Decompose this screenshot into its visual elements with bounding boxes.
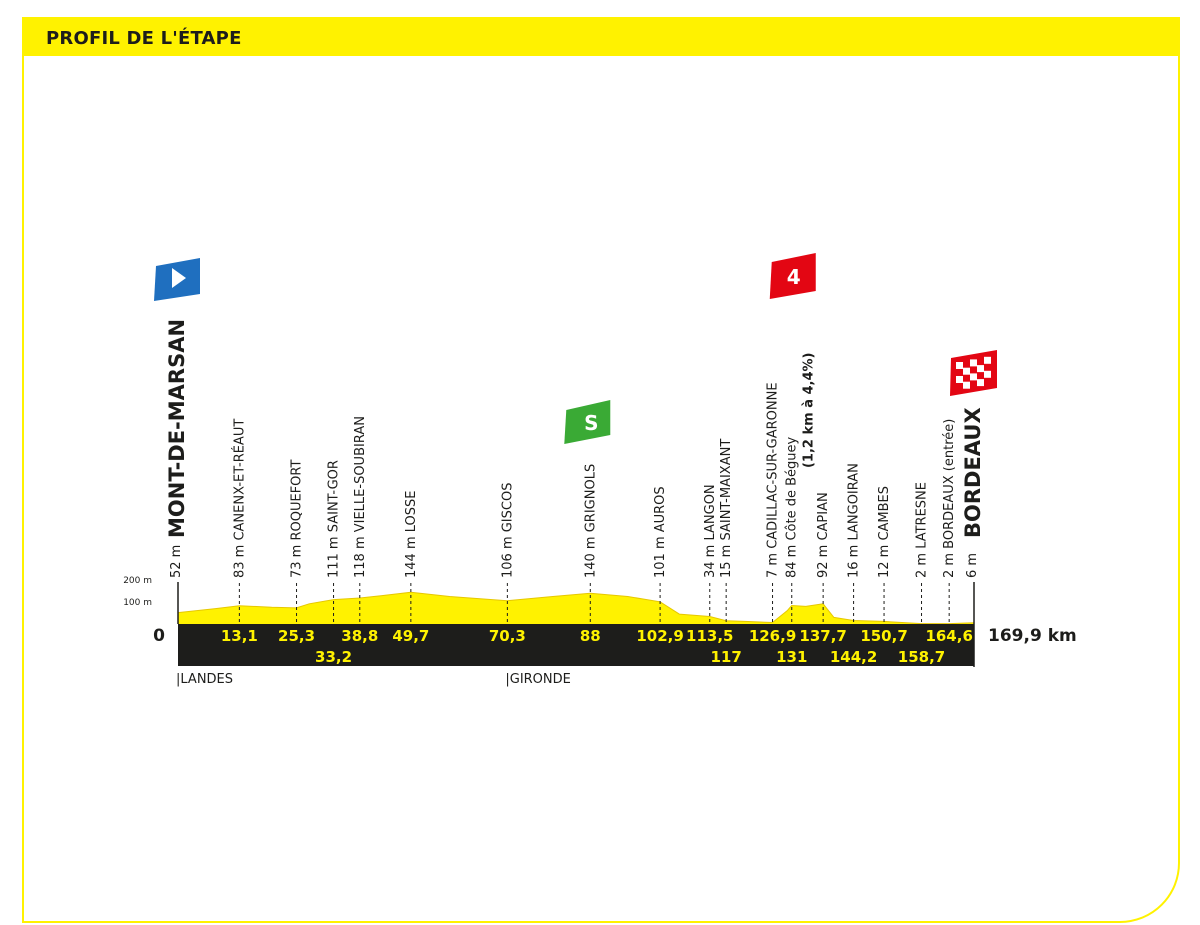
total-distance-label: 169,9 km <box>988 626 1077 646</box>
waypoint-label: 111 m SAINT-GOR <box>327 460 342 578</box>
region-label: |LANDES <box>176 672 233 687</box>
climb-category-icon: 4 <box>769 253 816 299</box>
km-label: 144,2 <box>830 648 877 666</box>
climb-detail-label: (1,2 km à 4,4%) <box>802 352 817 468</box>
markers-group: S4 <box>154 253 997 444</box>
waypoint-label: 118 m VIELLE-SOUBIRAN <box>353 416 368 578</box>
page-title: PROFIL DE L'ÉTAPE <box>46 28 242 49</box>
km-label: 70,3 <box>489 627 526 645</box>
km-label: 13,1 <box>221 627 258 645</box>
km-label: 164,6 <box>925 627 972 645</box>
sprint-label: S <box>584 411 598 435</box>
km-label: 158,7 <box>898 648 945 666</box>
km-label: 49,7 <box>392 627 429 645</box>
waypoint-label: 73 m ROQUEFORT <box>290 460 305 578</box>
y-tick-label: 200 m <box>123 576 152 586</box>
stage-profile-card: PROFIL DE L'ÉTAPE <box>22 17 1180 923</box>
climb-category-label: 4 <box>787 265 801 289</box>
km-label: 131 <box>776 648 807 666</box>
waypoint-label: 83 m CANENX-ET-RÉAUT <box>231 419 247 578</box>
waypoint-label: 2 m LATRESNE <box>915 482 930 578</box>
waypoint-label: 12 m CAMBES <box>877 486 892 578</box>
sprint-icon: S <box>564 400 611 444</box>
endpoint-altitude-label: 6 m <box>965 553 980 578</box>
km-label: 113,5 <box>686 627 733 645</box>
waypoint-label: 144 m LOSSE <box>404 491 419 578</box>
waypoints-group: 52 m MONT-DE-MARSAN 83 m CANENX-ET-RÉAUT 13… <box>165 319 985 666</box>
start-flag-icon <box>154 258 200 301</box>
km-label: 150,7 <box>860 627 907 645</box>
km-label: 25,3 <box>278 627 315 645</box>
waypoint-label: 140 m GRIGNOLS <box>583 464 598 578</box>
zero-label: 0 <box>153 626 165 646</box>
km-label: 33,2 <box>315 648 352 666</box>
km-label: 102,9 <box>636 627 683 645</box>
waypoint-label: 106 m GISCOS <box>500 483 515 578</box>
checkered-flag-icon <box>950 350 997 396</box>
distance-band <box>178 624 974 666</box>
endpoint-name-label: BORDEAUX <box>961 407 985 538</box>
waypoint-label: 2 m BORDEAUX (entrée) <box>942 419 957 578</box>
waypoint-label: 92 m CAPIAN <box>816 492 831 578</box>
km-label: 126,9 <box>749 627 796 645</box>
axis-group: 200 m 100 m 0 169,9 km |LANDES |GIRONDE <box>123 576 1077 687</box>
waypoint-label: 101 m AUROS <box>653 486 668 578</box>
km-label: 137,7 <box>799 627 846 645</box>
elevation-area <box>178 592 974 624</box>
y-tick-label: 100 m <box>123 598 152 608</box>
waypoint-label: 15 m SAINT-MAIXANT <box>719 439 734 578</box>
waypoint-label: 7 m CADILLAC-SUR-GARONNE <box>766 382 781 578</box>
km-label: 88 <box>580 627 601 645</box>
waypoint-label: 34 m LANGON <box>703 484 718 578</box>
km-label: 117 <box>711 648 742 666</box>
header-banner: PROFIL DE L'ÉTAPE <box>24 19 1178 56</box>
endpoint-altitude-label: 52 m <box>169 545 184 578</box>
endpoint-name-label: MONT-DE-MARSAN <box>165 319 189 538</box>
elevation-area-group <box>177 591 975 625</box>
waypoint-label: 84 m Côte de Béguey <box>785 436 800 578</box>
km-label: 38,8 <box>341 627 378 645</box>
region-label: |GIRONDE <box>505 672 571 687</box>
checker-pattern <box>956 356 991 389</box>
waypoint-label: 16 m LANGOIRAN <box>847 463 862 578</box>
